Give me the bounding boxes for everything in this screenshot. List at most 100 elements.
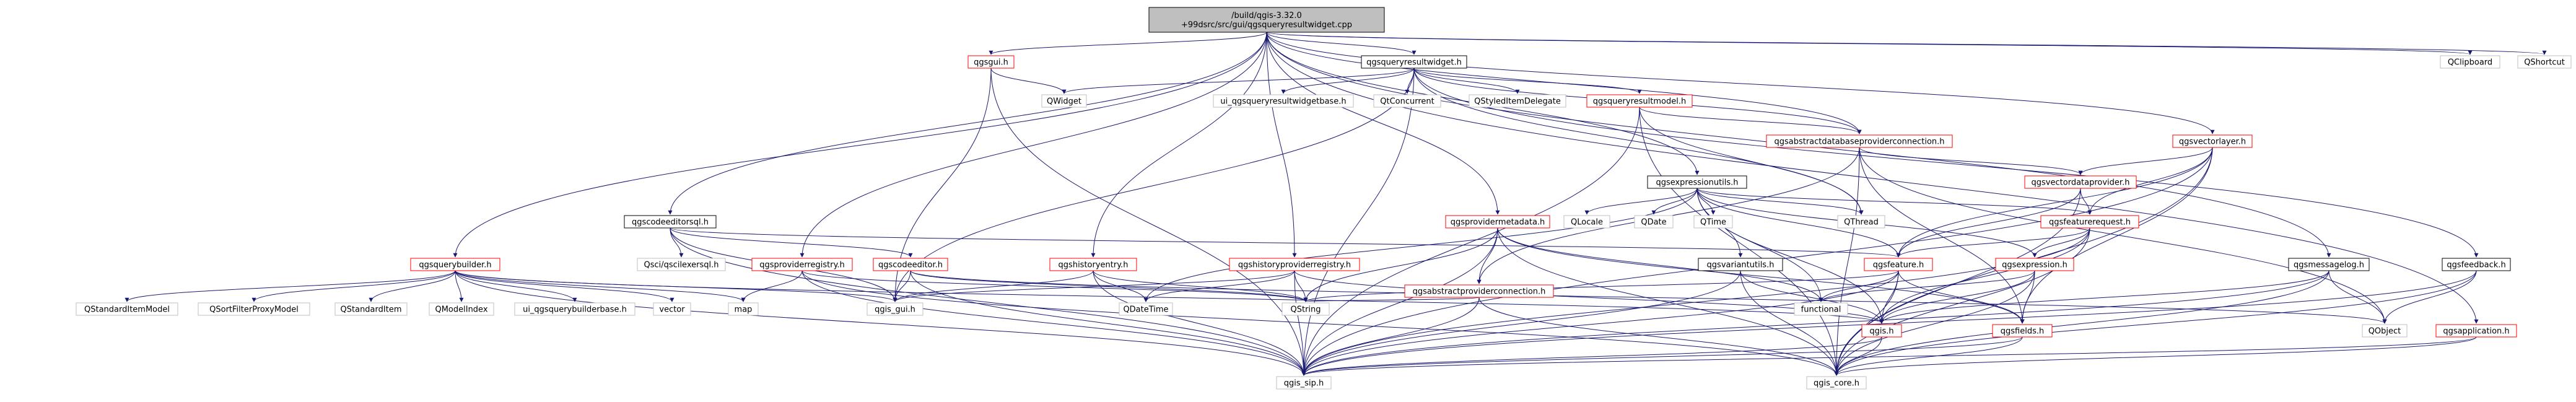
node-qgsquerybuilder_h[interactable]: qgsquerybuilder.h — [410, 258, 500, 271]
node-QModelIndex: QModelIndex — [429, 302, 494, 316]
node-box — [1119, 302, 1173, 316]
edge-qgsabstractdatabaseproviderconnection_h-to-qgis_core_h — [1834, 147, 1860, 376]
edge-qgsquerybuilder_h-to-vector — [455, 270, 675, 302]
node-qgshistoryentry_h[interactable]: qgshistoryentry.h — [1049, 258, 1137, 271]
edge-qgsprovidermetadata_h-to-qgsabstractproviderconnection_h — [1477, 227, 1498, 284]
node-box — [751, 258, 853, 271]
node-qgis_h[interactable]: qgis.h — [1861, 324, 1902, 338]
edge-qgsexpressionutils_h-to-qgis_h — [1696, 188, 1884, 324]
node-qgsgui_h[interactable]: qgsgui.h — [967, 55, 1015, 69]
node-QThread: QThread — [1837, 215, 1885, 229]
node-qgsabstractdatabaseproviderconnection_h[interactable]: qgsabstractdatabaseproviderconnection.h — [1766, 134, 1953, 148]
edge-qgsfeature_h-to-QString — [1303, 270, 1899, 302]
node-label: qgsgui.h — [974, 58, 1008, 68]
node-box — [2040, 215, 2139, 229]
node-label: qgscodeeditor.h — [878, 261, 943, 270]
node-label: QObject — [2369, 327, 2401, 336]
edges-layer — [124, 32, 2546, 376]
node-Qsciqscilexersql_h: Qsci/qscilexersql.h — [637, 258, 726, 271]
node-qgsexpression_h[interactable]: qgsexpression.h — [1995, 258, 2074, 271]
edge-qgshistoryproviderregistry_h-to-qgis_sip_h — [1294, 270, 1306, 376]
edge-qgsexpressionutils_h-to-qgsfeature_h — [1696, 188, 1901, 258]
node-label: QStandardItemModel — [84, 305, 170, 315]
node-qgsfeaturerequest_h[interactable]: qgsfeaturerequest.h — [2040, 215, 2139, 229]
edge-qgsfeaturerequest_h-to-qgis_core_h — [1834, 227, 2090, 376]
edge-qgsabstractdatabaseproviderconnection_h-to-QObject — [1859, 147, 2387, 324]
node-qgsapplication_h[interactable]: qgsapplication.h — [2435, 324, 2517, 338]
edge-root-to-qgshistoryentry_h — [1091, 32, 1267, 258]
node-box — [967, 55, 1015, 69]
edge-root-to-qgsquerybuilder_h — [453, 32, 1267, 258]
edge-qgis_h-to-qgis_sip_h — [1301, 336, 1882, 376]
edge-qgsapplication_h-to-qgis_sip_h — [1301, 336, 2477, 376]
edge-qgsvectorlayer_h-to-qgsfeaturerequest_h — [2087, 147, 2213, 215]
node-label: qgsquerybuilder.h — [419, 261, 491, 270]
node-qgsexpressionutils_h[interactable]: qgsexpressionutils.h — [1647, 175, 1747, 189]
node-box — [2442, 258, 2511, 271]
node-qgsabstractproviderconnection_h[interactable]: qgsabstractproviderconnection.h — [1404, 284, 1554, 298]
edge-qgsexpressionutils_h-to-qgsfeaturerequest_h — [1696, 188, 2092, 215]
node-qgshistoryproviderregistry_h[interactable]: qgshistoryproviderregistry.h — [1229, 258, 1360, 271]
node-label: QStyledItemDelegate — [1474, 97, 1561, 107]
node-qgsvariantutils_h[interactable]: qgsvariantutils.h — [1698, 258, 1783, 271]
node-qgsqueryresultmodel_h[interactable]: qgsqueryresultmodel.h — [1586, 94, 1693, 108]
edge-qgsqueryresultmodel_h-to-QThread — [1639, 107, 1864, 215]
edge-qgscodeeditor_h-to-qgis_sip_h — [910, 270, 1306, 376]
node-qgscodeeditor_h[interactable]: qgscodeeditor.h — [873, 258, 948, 271]
edge-qgsexpression_h-to-qgis_h — [1879, 270, 2035, 324]
node-box — [2435, 324, 2517, 338]
edge-qgsexpression_h-to-functional — [1818, 270, 2035, 302]
node-label: qgsprovidermetadata.h — [1451, 218, 1545, 227]
node-qgis_gui_h: qgis_gui.h — [867, 302, 923, 316]
node-qgsfeature_h[interactable]: qgsfeature.h — [1864, 258, 1933, 271]
node-box — [1148, 7, 1385, 33]
node-qgsvectorlayer_h[interactable]: qgsvectorlayer.h — [2172, 134, 2253, 148]
edge-root-to-qgsqueryresultwidget_h — [1266, 32, 1417, 55]
edge-qgsvectorlayer_h-to-qgsvectordataprovider_h — [2078, 147, 2213, 175]
node-qgsfields_h[interactable]: qgsfields.h — [1992, 324, 2053, 338]
edge-qgsfeaturerequest_h-to-qgsexpression_h — [2032, 227, 2090, 258]
edge-qgsqueryresultwidget_h-to-QStyledItemDelegate — [1413, 68, 1520, 94]
node-label: QShortcut — [2524, 58, 2565, 68]
node-box — [429, 302, 494, 316]
node-functional: functional — [1794, 302, 1848, 316]
edge-qgsfeaturerequest_h-to-qgis_sip_h — [1301, 227, 2090, 376]
node-qgis_core_h: qgis_core.h — [1806, 376, 1867, 390]
node-box — [1373, 94, 1441, 108]
node-qgsqueryresultwidget_h[interactable]: qgsqueryresultwidget.h — [1361, 55, 1467, 69]
edge-qgshistoryproviderregistry_h-to-QDateTime — [1143, 270, 1295, 302]
node-qgsfeedback_h[interactable]: qgsfeedback.h — [2442, 258, 2511, 271]
edge-qgsfeedback_h-to-qgis_core_h — [1834, 270, 2477, 376]
node-QDate: QDate — [1634, 215, 1674, 229]
edge-qgshistoryproviderregistry_h-to-QString — [1294, 270, 1308, 302]
node-label: qgsvariantutils.h — [1707, 261, 1775, 270]
node-qgsproviderregistry_h[interactable]: qgsproviderregistry.h — [751, 258, 853, 271]
edge-qgscodeeditor_h-to-QObject — [910, 270, 2387, 324]
node-QWidget: QWidget — [1041, 94, 1087, 108]
node-box — [1445, 215, 1550, 229]
node-box — [2517, 55, 2572, 69]
edge-qgsquerybuilder_h-to-QStandardItem — [369, 270, 456, 302]
edge-qgshistoryentry_h-to-qgis_sip_h — [1093, 270, 1306, 376]
node-box — [1992, 324, 2053, 338]
node-label: qgsfeaturerequest.h — [2049, 218, 2131, 227]
node-label: qgsfeedback.h — [2447, 261, 2505, 270]
node-qgsmessagelog_h[interactable]: qgsmessagelog.h — [2288, 258, 2370, 271]
edge-qgsvectordataprovider_h-to-qgsfeaturerequest_h — [2080, 188, 2092, 215]
edge-qgsproviderregistry_h-to-QString — [801, 270, 1308, 302]
node-qgsprovidermetadata_h[interactable]: qgsprovidermetadata.h — [1445, 215, 1550, 229]
node-box — [653, 302, 691, 316]
edge-qgsabstractdatabaseproviderconnection_h-to-qgsfields_h — [1859, 147, 2025, 324]
node-qgscodeeditorsql_h[interactable]: qgscodeeditorsql.h — [624, 215, 717, 229]
node-box — [637, 258, 726, 271]
node-label: qgsabstractdatabaseproviderconnection.h — [1774, 138, 1944, 147]
edge-qgsfeature_h-to-qgsfields_h — [1898, 270, 2025, 324]
edge-qgsfeature_h-to-functional — [1818, 270, 1899, 302]
edge-qgshistoryproviderregistry_h-to-qgis_gui_h — [893, 270, 1295, 302]
node-box — [1837, 215, 1885, 229]
node-label: qgis.h — [1869, 327, 1893, 336]
node-box — [2024, 175, 2137, 189]
edge-root-to-qgsapplication_h — [1266, 32, 2479, 324]
node-qgsvectordataprovider_h[interactable]: qgsvectordataprovider.h — [2024, 175, 2137, 189]
